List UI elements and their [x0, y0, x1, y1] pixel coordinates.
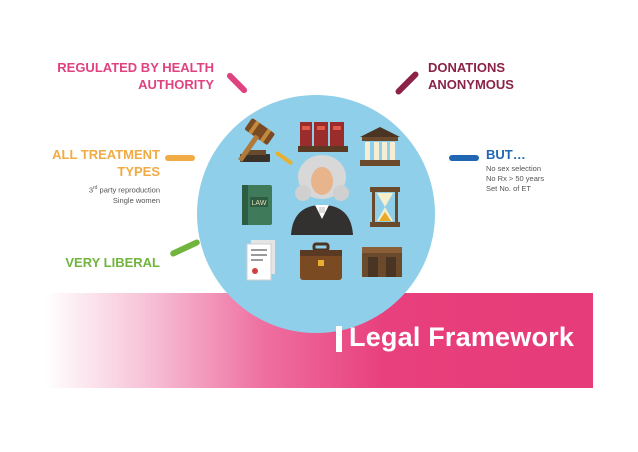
liberal-label: VERY LIBERAL [65, 255, 160, 270]
treatment-line-1: ALL TREATMENT [52, 147, 160, 162]
document-icon [246, 240, 275, 281]
page-title: Legal Framework [349, 322, 575, 352]
treatment-connector [165, 155, 195, 161]
but-item-3: Set No. of ET [486, 184, 532, 193]
gavel-icon [238, 118, 293, 165]
law-book-icon: LAW [242, 185, 272, 225]
briefcase-icon [300, 242, 342, 280]
books-icon [298, 122, 348, 152]
treatment-label: ALL TREATMENT TYPES 3rd party reproducti… [52, 146, 160, 206]
donations-line-2: ANONYMOUS [428, 77, 514, 92]
donations-line-1: DONATIONS [428, 60, 506, 75]
liberal-connector [169, 238, 201, 258]
treatment-sub-1: 3rd party reproduction [88, 185, 160, 195]
title-accent-bar [336, 326, 342, 352]
treatment-line-2: TYPES [117, 164, 160, 179]
regulated-connector [225, 71, 249, 95]
box-icon [362, 247, 402, 277]
courthouse-icon [360, 127, 400, 166]
regulated-label: REGULATED BY HEALTH AUTHORITY [57, 59, 214, 93]
treatment-sub-2: Single women [112, 195, 160, 205]
but-label: BUT… No sex selection No Rx > 50 years S… [486, 146, 544, 194]
donations-label: DONATIONS ANONYMOUS [428, 59, 514, 93]
judge-icon [291, 155, 353, 235]
law-book-label: LAW [252, 200, 267, 207]
donations-connector [394, 70, 420, 96]
regulated-line-1: REGULATED BY HEALTH [57, 60, 214, 75]
but-heading: BUT… [486, 147, 526, 162]
regulated-line-2: AUTHORITY [138, 77, 214, 92]
hourglass-icon [370, 187, 400, 227]
but-item-2: No Rx > 50 years [486, 174, 545, 183]
but-connector [449, 155, 479, 161]
but-item-1: No sex selection [486, 164, 542, 173]
